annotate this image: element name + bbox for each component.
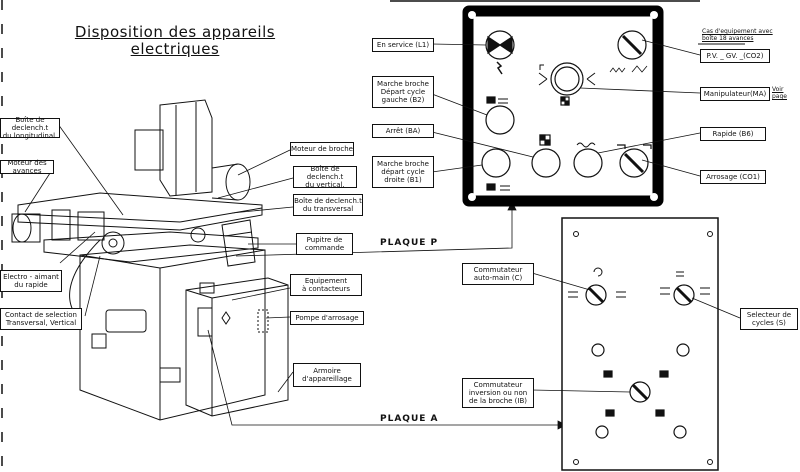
- label-contact-selection: Contact de selection Transversal, Vertic…: [0, 308, 82, 330]
- label-equipement-contacteurs: Equipement à contacteurs: [290, 274, 362, 296]
- note-voir-page: Voir page: [772, 86, 787, 100]
- label-marche-gauche: Marche broche Départ cycle gauche (B2): [372, 76, 434, 108]
- label-selecteur-cycles: Selecteur de cycles (S): [740, 308, 798, 330]
- label-en-service: En service (L1): [372, 38, 434, 52]
- milling-machine: [11, 99, 289, 421]
- title-line-1: Disposition des appareils: [74, 23, 276, 41]
- title-line-2: electriques: [130, 40, 220, 58]
- label-pv-gv: P.V. _ GV. _(CO2): [700, 49, 770, 63]
- label-pupitre: Pupitre de commande: [296, 233, 353, 255]
- plaque-a-leaders: [531, 272, 741, 393]
- leader-lines: [24, 123, 567, 430]
- label-boite-vertical: Boîte de declench.t du vertical.: [293, 165, 357, 189]
- label-armoire: Armoire d'appareillage: [293, 363, 361, 387]
- label-boite-transversal: Boîte de declench.t du transversal: [293, 194, 363, 216]
- label-manipulateur: Manipulateur(MA): [700, 87, 770, 101]
- plaque-a-panel: [561, 217, 719, 471]
- label-electro-aimant: Electro - aimant du rapide: [0, 270, 62, 292]
- plaque-a-controls: [568, 267, 710, 439]
- label-commutateur-auto: Commutateur auto-main (C): [462, 263, 534, 285]
- label-pompe-arrosage: Pompe d'arrosage: [290, 311, 364, 325]
- diagram-title: Disposition des appareils electriques: [60, 24, 290, 58]
- label-arret: Arrêt (BA): [372, 124, 434, 138]
- label-marche-droite: Marche broche départ cycle droite (B1): [372, 156, 434, 188]
- label-boite-longitudinal: Boîte de declench.t du longitudinal.: [0, 116, 60, 140]
- label-commutateur-inversion: Commutateur inversion ou non de la broch…: [462, 378, 534, 408]
- label-moteur-broche: Moteur de broche: [290, 142, 354, 156]
- label-arrosage: Arrosage (CO1): [700, 170, 766, 184]
- plaque-p-caption: PLAQUE P: [380, 238, 439, 248]
- plaque-a-caption: PLAQUE A: [380, 414, 439, 424]
- label-moteur-avances: Moteur des avances: [0, 159, 54, 175]
- plaque-p-controls: [481, 30, 652, 191]
- label-rapide: Rapide (B6): [700, 127, 766, 141]
- plaque-p-leaders: [431, 39, 745, 177]
- note-equipement: Cas d'equipement avec boîte 18 avances: [702, 28, 773, 42]
